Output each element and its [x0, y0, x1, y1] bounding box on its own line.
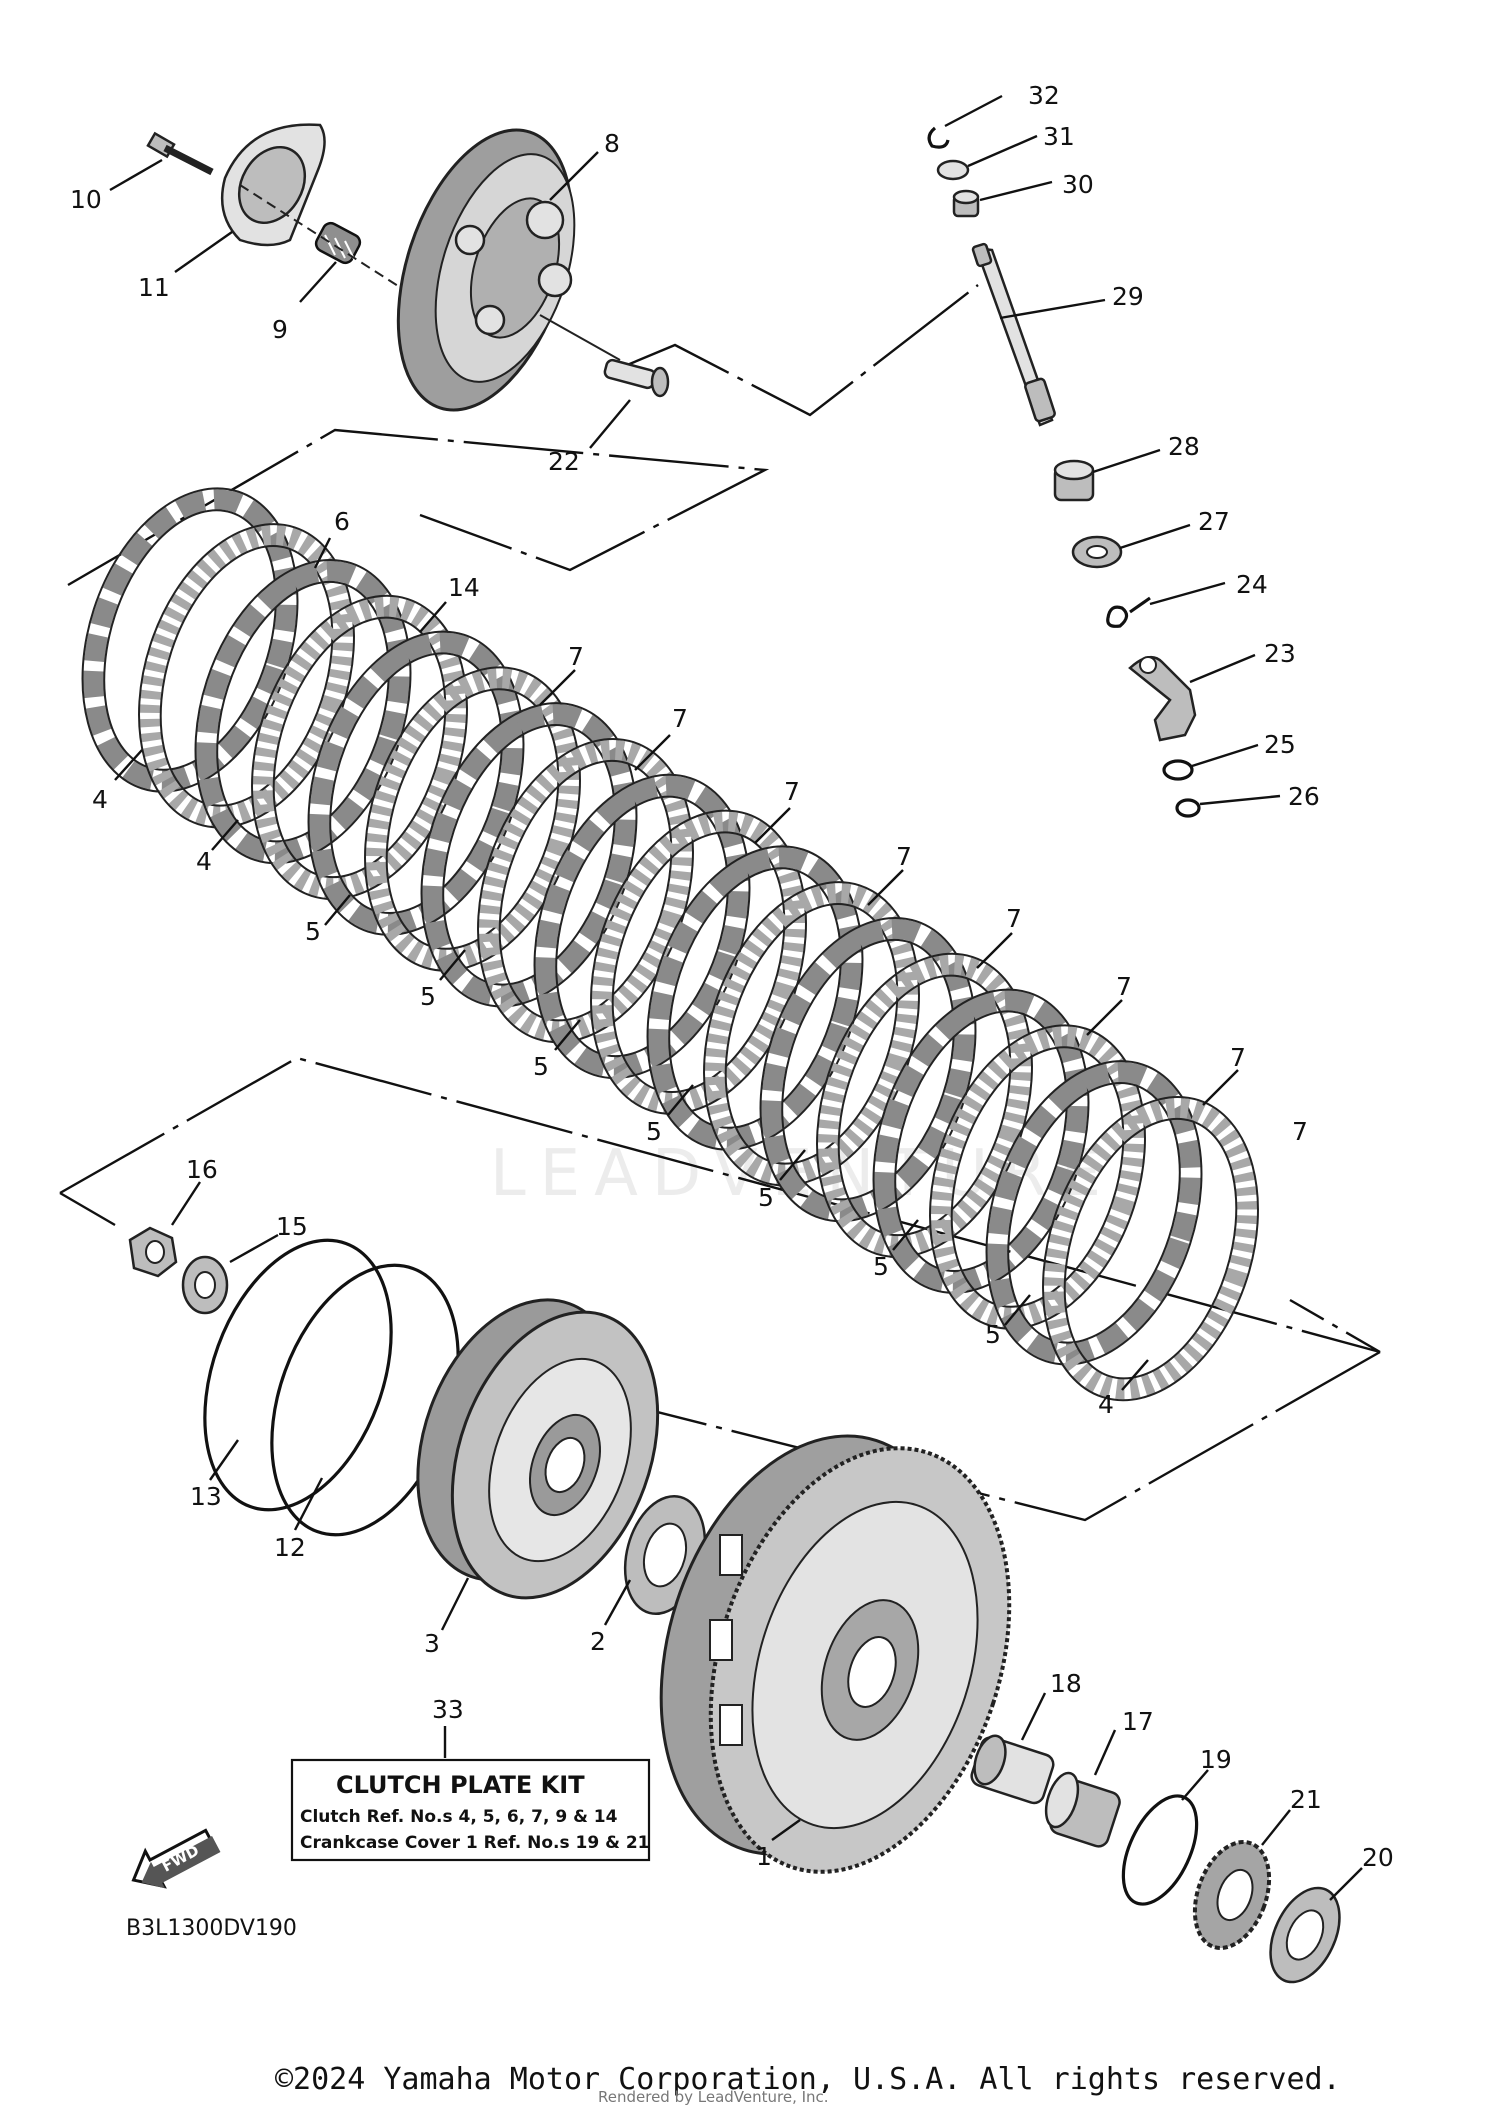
- callout-32: 32: [1028, 81, 1060, 110]
- washer-part-25: [1162, 759, 1194, 781]
- callout-5-a: 5: [305, 917, 321, 946]
- callout-6: 6: [334, 507, 350, 536]
- assembly-axis-line-2: [539, 314, 621, 361]
- callout-33: 33: [432, 1695, 464, 1724]
- diagram-code: B3L1300DV190: [126, 1916, 297, 1941]
- callout-7-f: 7: [1116, 972, 1132, 1001]
- callout-22: 22: [548, 447, 580, 476]
- callout-10: 10: [70, 185, 102, 214]
- push-lever-part-23: [1128, 655, 1197, 742]
- callout-12: 12: [274, 1533, 306, 1562]
- callout-15: 15: [276, 1212, 308, 1241]
- washer-part-31: [936, 159, 970, 181]
- circlip-part-32: [927, 126, 950, 149]
- callout-7-h: 7: [1292, 1117, 1308, 1146]
- callout-7-c: 7: [784, 777, 800, 806]
- callout-26: 26: [1288, 782, 1320, 811]
- callout-13: 13: [190, 1482, 222, 1511]
- callout-24: 24: [1236, 570, 1268, 599]
- callout-5-c: 5: [533, 1052, 549, 1081]
- bearing-part-17: [1044, 1771, 1121, 1848]
- callout-14: 14: [448, 573, 480, 602]
- callout-4-b: 4: [196, 847, 212, 876]
- callout-31: 31: [1043, 122, 1075, 151]
- pin-part-22: [603, 358, 670, 398]
- gear-part-21: [1192, 1840, 1272, 1950]
- clutch-plate: [703, 881, 920, 1187]
- bearing-part-28: [1053, 459, 1095, 502]
- group-line-plates-bottom: [59, 1191, 116, 1227]
- callout-2: 2: [590, 1627, 606, 1656]
- callout-27: 27: [1198, 507, 1230, 536]
- callout-1: 1: [756, 1842, 772, 1871]
- callout-7-e: 7: [1006, 904, 1022, 933]
- bushing-part-30: [952, 189, 980, 218]
- fwd-arrow-icon: FWD: [131, 1828, 221, 1889]
- callout-4-a: 4: [92, 785, 108, 814]
- seal-part-27: [1071, 535, 1123, 569]
- push-rod-part-29: [971, 242, 1056, 427]
- callout-5-g: 5: [985, 1320, 1001, 1349]
- ring-part-13: [203, 1238, 393, 1512]
- callout-18: 18: [1050, 1669, 1082, 1698]
- clutch-housing-part-1: [659, 1434, 1012, 1874]
- copyright-notice: ©2024 Yamaha Motor Corporation, U.S.A. A…: [275, 2062, 1341, 2097]
- callout-16: 16: [186, 1155, 218, 1184]
- callout-23: 23: [1264, 639, 1296, 668]
- collar-part-18: [970, 1734, 1055, 1805]
- clutch-plate: [1042, 1095, 1259, 1402]
- callout-7-d: 7: [896, 842, 912, 871]
- callout-30: 30: [1062, 170, 1094, 199]
- callout-3: 3: [424, 1629, 440, 1658]
- kit-line-clutch: Clutch Ref. No.s 4, 5, 6, 7, 9 & 14: [300, 1807, 618, 1827]
- callout-9: 9: [272, 315, 288, 344]
- washer-part-15: [181, 1255, 229, 1315]
- kit-title: CLUTCH PLATE KIT: [336, 1771, 585, 1799]
- circlip-part-26: [1175, 798, 1201, 818]
- kit-line-crankcase: Crankcase Cover 1 Ref. No.s 19 & 21: [300, 1833, 650, 1853]
- group-line-push-rod: [619, 284, 979, 417]
- washer-part-20: [1269, 1886, 1341, 1984]
- callout-19: 19: [1200, 1745, 1232, 1774]
- callout-5-b: 5: [420, 982, 436, 1011]
- bolt-part-10: [146, 131, 214, 176]
- callout-11: 11: [138, 273, 170, 302]
- bracket-part-11: [220, 123, 326, 247]
- callout-29: 29: [1112, 282, 1144, 311]
- callout-17: 17: [1122, 1707, 1154, 1736]
- callout-5-d: 5: [646, 1117, 662, 1146]
- callout-7-b: 7: [672, 704, 688, 733]
- clutch-boss-part-3: [416, 1298, 660, 1600]
- callout-4-c: 4: [1098, 1390, 1114, 1419]
- callout-28: 28: [1168, 432, 1200, 461]
- callout-5-e: 5: [758, 1183, 774, 1212]
- clutch-plate: [816, 952, 1033, 1259]
- spring-part-9: [314, 221, 362, 265]
- group-line-pressure-plate: [67, 428, 770, 587]
- rendered-by-notice: Rendered by LeadVenture, Inc.: [598, 2088, 829, 2106]
- pressure-plate-part-8: [396, 128, 576, 412]
- callout-5-f: 5: [873, 1252, 889, 1281]
- group-line-hub: [569, 1350, 1381, 1522]
- callout-21: 21: [1290, 1785, 1322, 1814]
- nut-part-16: [128, 1226, 178, 1278]
- callout-numbers: 32 31 30 29 28 27 24 23 25 26 8 10 11 9 …: [70, 81, 1394, 1872]
- callout-20: 20: [1362, 1843, 1394, 1872]
- callout-8: 8: [604, 129, 620, 158]
- leader-lines: [109, 94, 1363, 1901]
- callout-7-a: 7: [568, 642, 584, 671]
- clutch-plate-kit-box: 33 CLUTCH PLATE KIT Clutch Ref. No.s 4, …: [290, 1695, 651, 1862]
- callout-25: 25: [1264, 730, 1296, 759]
- spring-part-24: [1106, 596, 1151, 628]
- clutch-plate-stack: [81, 487, 1259, 1402]
- callout-7-g: 7: [1230, 1043, 1246, 1072]
- assembly-axis-line: [239, 184, 421, 301]
